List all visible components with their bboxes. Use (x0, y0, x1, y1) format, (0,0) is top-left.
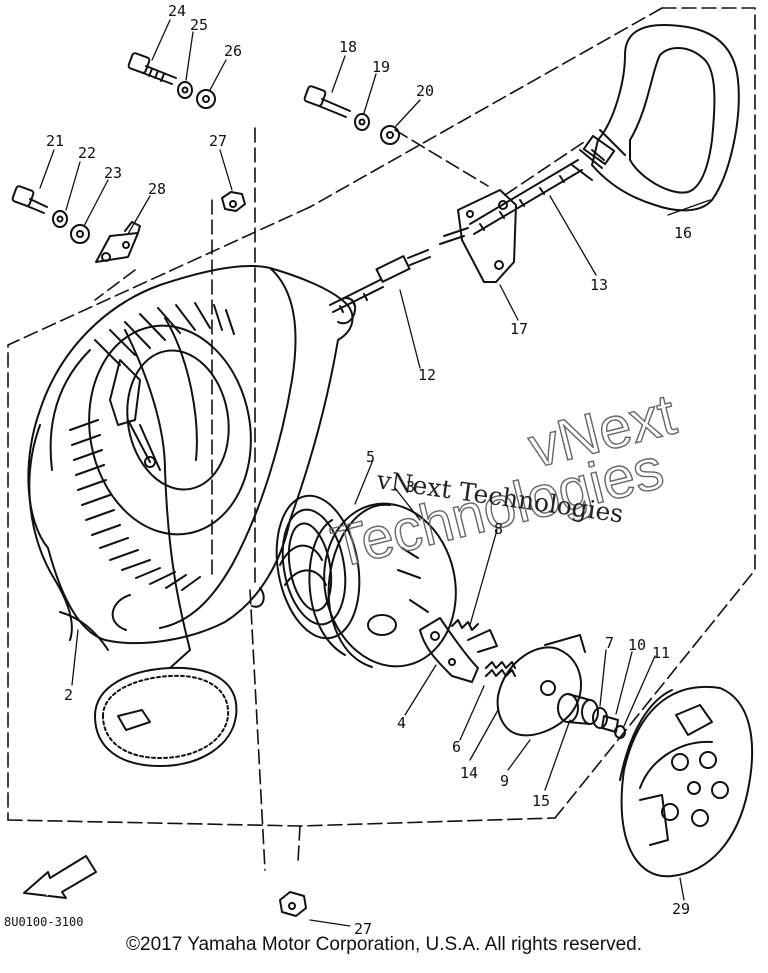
label-29: 29 (672, 900, 690, 918)
label-4: 4 (397, 714, 406, 732)
handle-16 (571, 24, 740, 212)
spring-8 (451, 619, 479, 631)
fwd-arrow (23, 855, 97, 899)
seal-loop (94, 649, 238, 767)
label-13: 13 (590, 276, 608, 294)
pawl-4 (419, 617, 498, 683)
bushing-15 (557, 693, 599, 725)
label-27-bottom: 27 (354, 920, 372, 938)
label-25: 25 (190, 16, 208, 34)
label-15: 15 (532, 792, 550, 810)
nut-27-bottom (279, 891, 307, 917)
label-11: 11 (652, 644, 670, 662)
bolt-24 (127, 52, 177, 85)
cable-13 (469, 159, 583, 235)
starter-case-2 (27, 265, 357, 651)
nut-11 (614, 725, 626, 739)
label-6: 6 (452, 738, 461, 756)
bracket-17 (439, 189, 517, 283)
label-24: 24 (168, 2, 186, 20)
bolt-18 (303, 85, 351, 118)
washer-26 (196, 89, 216, 109)
label-7: 7 (605, 634, 614, 652)
pulley-29 (619, 686, 754, 878)
nut-27-top (221, 191, 246, 212)
label-3: 3 (406, 478, 415, 496)
recoil-spring-5 (275, 494, 361, 640)
label-19: 19 (372, 58, 390, 76)
label-12: 12 (418, 366, 436, 384)
bolt-21 (11, 185, 48, 214)
watermark: vNext Technologies vNext Technologies (325, 381, 683, 581)
label-21: 21 (46, 132, 64, 150)
label-28: 28 (148, 180, 166, 198)
lockwasher-25 (177, 81, 193, 99)
label-17: 17 (510, 320, 528, 338)
label-8: 8 (494, 520, 503, 538)
label-9: 9 (500, 772, 509, 790)
washer-7 (592, 707, 608, 729)
sheave-drum-3 (308, 502, 457, 668)
bracket-28 (95, 221, 141, 263)
label-16: 16 (674, 224, 692, 242)
label-18: 18 (339, 38, 357, 56)
copyright-footer: ©2017 Yamaha Motor Corporation, U.S.A. A… (126, 934, 642, 955)
leader-lines (39, 19, 711, 927)
spring-6 (485, 661, 516, 677)
label-2: 2 (64, 686, 73, 704)
label-10: 10 (628, 636, 646, 654)
label-23: 23 (104, 164, 122, 182)
dashed-frame (7, 7, 756, 871)
lockwasher-22 (52, 210, 68, 228)
label-27-top: 27 (209, 132, 227, 150)
part-code: 8U0100-3100 (4, 915, 83, 929)
washer-20 (380, 125, 400, 145)
washer-23 (70, 224, 90, 244)
label-20: 20 (416, 82, 434, 100)
friction-plate-9 (496, 634, 586, 737)
label-5: 5 (366, 448, 375, 466)
label-22: 22 (78, 144, 96, 162)
lockwasher-19 (354, 113, 370, 131)
label-26: 26 (224, 42, 242, 60)
label-14: 14 (460, 764, 478, 782)
